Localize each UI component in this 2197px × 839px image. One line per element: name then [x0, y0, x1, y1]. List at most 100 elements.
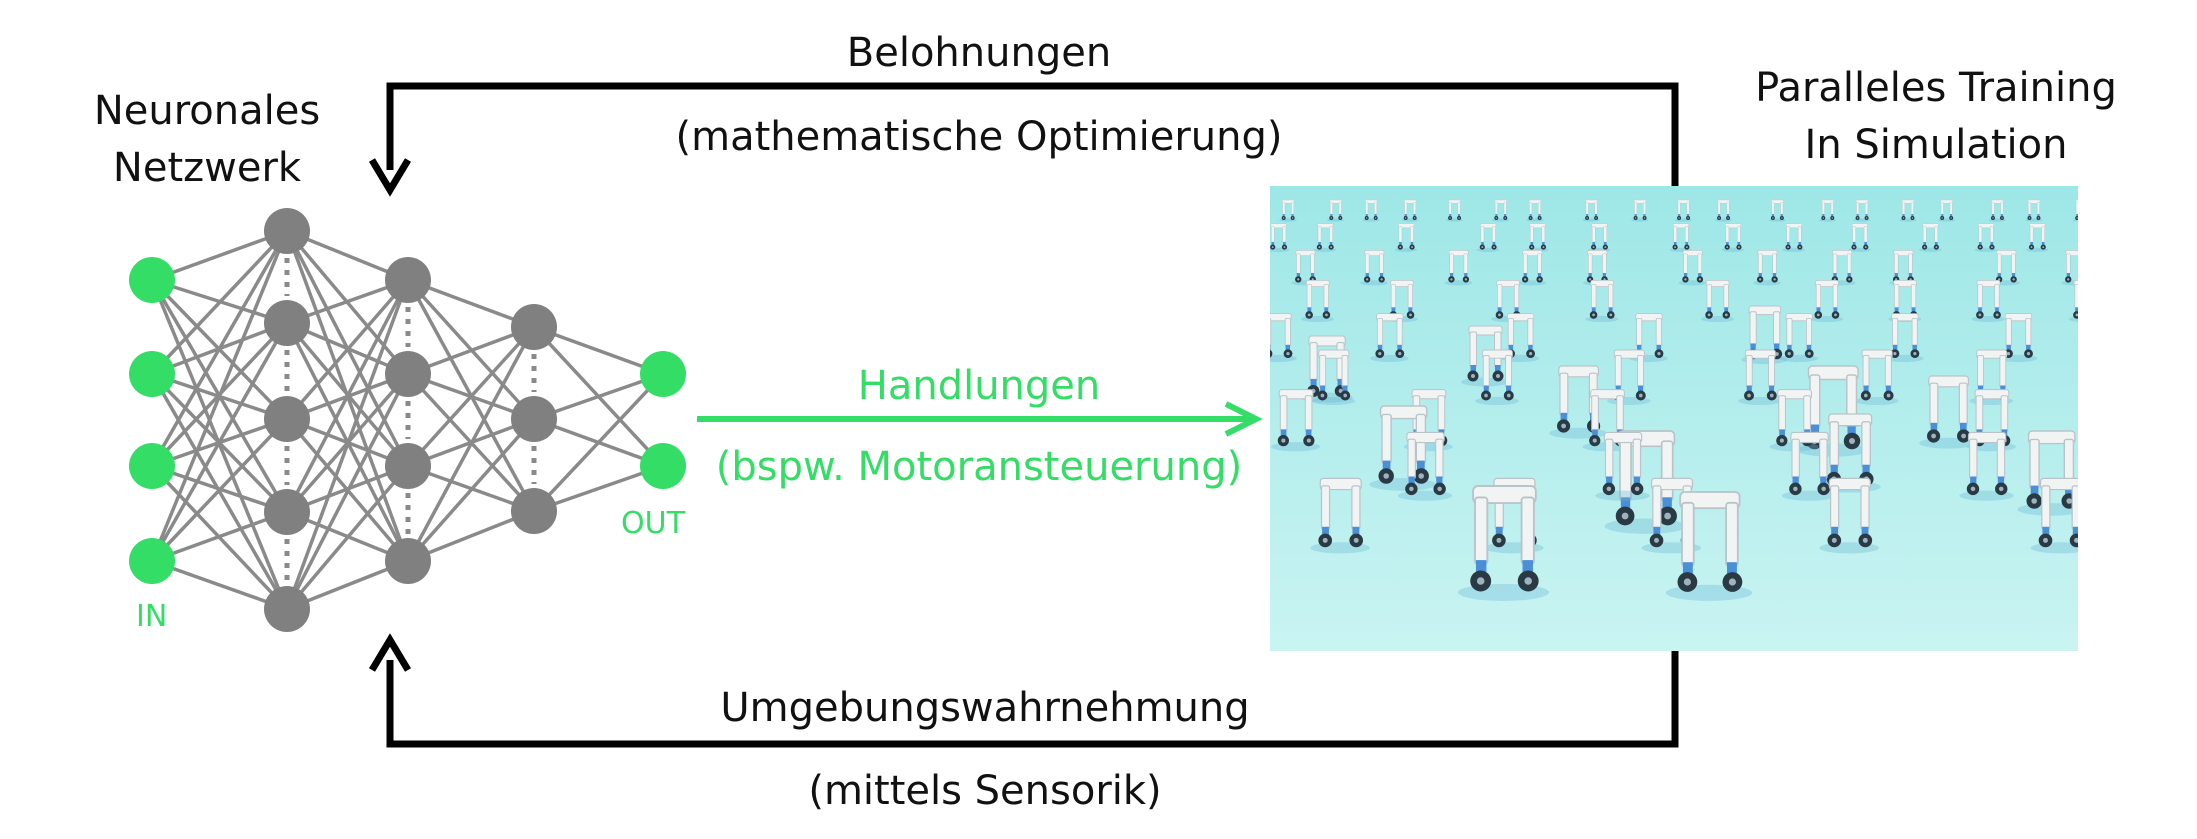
- network-edge: [285, 279, 410, 513]
- robot: [1445, 199, 1464, 222]
- sim-title-line1: Paralleles Training: [1755, 65, 2117, 111]
- robot: [1401, 199, 1419, 222]
- simulation-image: [1270, 186, 2078, 651]
- robot: [1629, 313, 1668, 362]
- input-node: [129, 351, 175, 397]
- input-label: IN: [136, 599, 168, 634]
- robot: [1311, 349, 1356, 406]
- robot: [1721, 223, 1745, 253]
- rewards-arrow-head: [368, 158, 412, 197]
- robot: [1394, 223, 1418, 253]
- robot: [1279, 199, 1297, 222]
- robot: [2072, 199, 2078, 222]
- robot: [1854, 349, 1899, 406]
- robot: [1360, 250, 1389, 286]
- robot: [1853, 199, 1871, 222]
- robot: [1779, 313, 1818, 362]
- output-node: [640, 443, 686, 489]
- hidden-node: [511, 488, 557, 534]
- hidden-node: [385, 443, 431, 489]
- robot: [1582, 199, 1601, 222]
- robot: [1457, 485, 1550, 601]
- robot: [1753, 250, 1782, 286]
- output-node: [640, 351, 686, 397]
- robot: [1974, 223, 1998, 253]
- robot: [2025, 199, 2043, 222]
- network-edge: [406, 326, 536, 562]
- network-title-line2: Netzwerk: [112, 145, 302, 191]
- robot: [2068, 280, 2078, 322]
- robot: [1971, 280, 2005, 323]
- hidden-node: [511, 304, 557, 350]
- robot: [1300, 280, 1335, 323]
- network-edge: [532, 372, 665, 513]
- actions-label: Handlungen: [857, 363, 1101, 409]
- input-node: [129, 538, 175, 584]
- robot: [1919, 375, 1977, 449]
- robot: [1475, 349, 1519, 406]
- robot: [1781, 431, 1837, 501]
- network-edge: [406, 417, 536, 563]
- network-edge: [150, 229, 289, 376]
- robot: [1665, 491, 1753, 601]
- hidden-node: [264, 489, 310, 535]
- input-node: [129, 257, 175, 303]
- network-edge: [150, 230, 289, 562]
- robot: [1678, 250, 1707, 286]
- robot: [1674, 199, 1693, 222]
- robot: [1918, 223, 1942, 253]
- sim-title-line2: In Simulation: [1804, 122, 2068, 168]
- network-edge: [285, 464, 410, 611]
- robot: [2030, 477, 2078, 554]
- hidden-node: [385, 538, 431, 584]
- robot: [1369, 405, 1437, 491]
- robot: [2025, 223, 2049, 253]
- robot: [1370, 313, 1409, 362]
- robot: [1768, 199, 1786, 222]
- robot: [1631, 199, 1649, 222]
- network-edges: [150, 229, 665, 611]
- robot: [1362, 199, 1380, 222]
- perception-label: Umgebungswahrnehmung: [720, 685, 1250, 731]
- robot: [1899, 199, 1917, 222]
- robot: [1700, 280, 1734, 323]
- hidden-node: [264, 396, 310, 442]
- network-edge: [151, 510, 288, 563]
- network-edge: [285, 278, 410, 421]
- robot: [1998, 313, 2038, 362]
- robot: [1959, 431, 2014, 501]
- robot: [1326, 199, 1345, 222]
- hidden-node: [264, 300, 310, 346]
- robot: [1300, 335, 1353, 403]
- hidden-node: [385, 351, 431, 397]
- robot: [1714, 199, 1733, 222]
- robot: [1738, 349, 1782, 406]
- robot: [1848, 223, 1871, 253]
- robot: [1313, 223, 1337, 253]
- actions-detail-label: (bspw. Motoransteuerung): [715, 444, 1243, 490]
- network-nodes: [129, 208, 686, 632]
- hidden-node: [264, 208, 310, 254]
- rewards-label: Belohnungen: [846, 30, 1112, 76]
- rewards-detail-label: (mathematische Optimierung): [675, 114, 1283, 160]
- robot: [1809, 280, 1844, 323]
- robot: [2017, 430, 2078, 516]
- robot: [1518, 250, 1547, 286]
- robot: [1595, 431, 1650, 501]
- network-edge: [150, 230, 289, 467]
- robot: [1819, 477, 1879, 554]
- robot: [1526, 199, 1544, 222]
- robot: [1310, 477, 1370, 554]
- hidden-node: [511, 396, 557, 442]
- input-node: [129, 443, 175, 489]
- robot: [1585, 280, 1619, 323]
- network-edge: [285, 373, 410, 610]
- output-label: OUT: [621, 506, 685, 541]
- network-edge: [406, 325, 536, 468]
- robot: [1270, 223, 1290, 253]
- network-edge: [151, 229, 288, 282]
- network-title-line1: Neuronales: [93, 88, 321, 134]
- robot: [1937, 199, 1956, 222]
- robot: [1818, 199, 1837, 222]
